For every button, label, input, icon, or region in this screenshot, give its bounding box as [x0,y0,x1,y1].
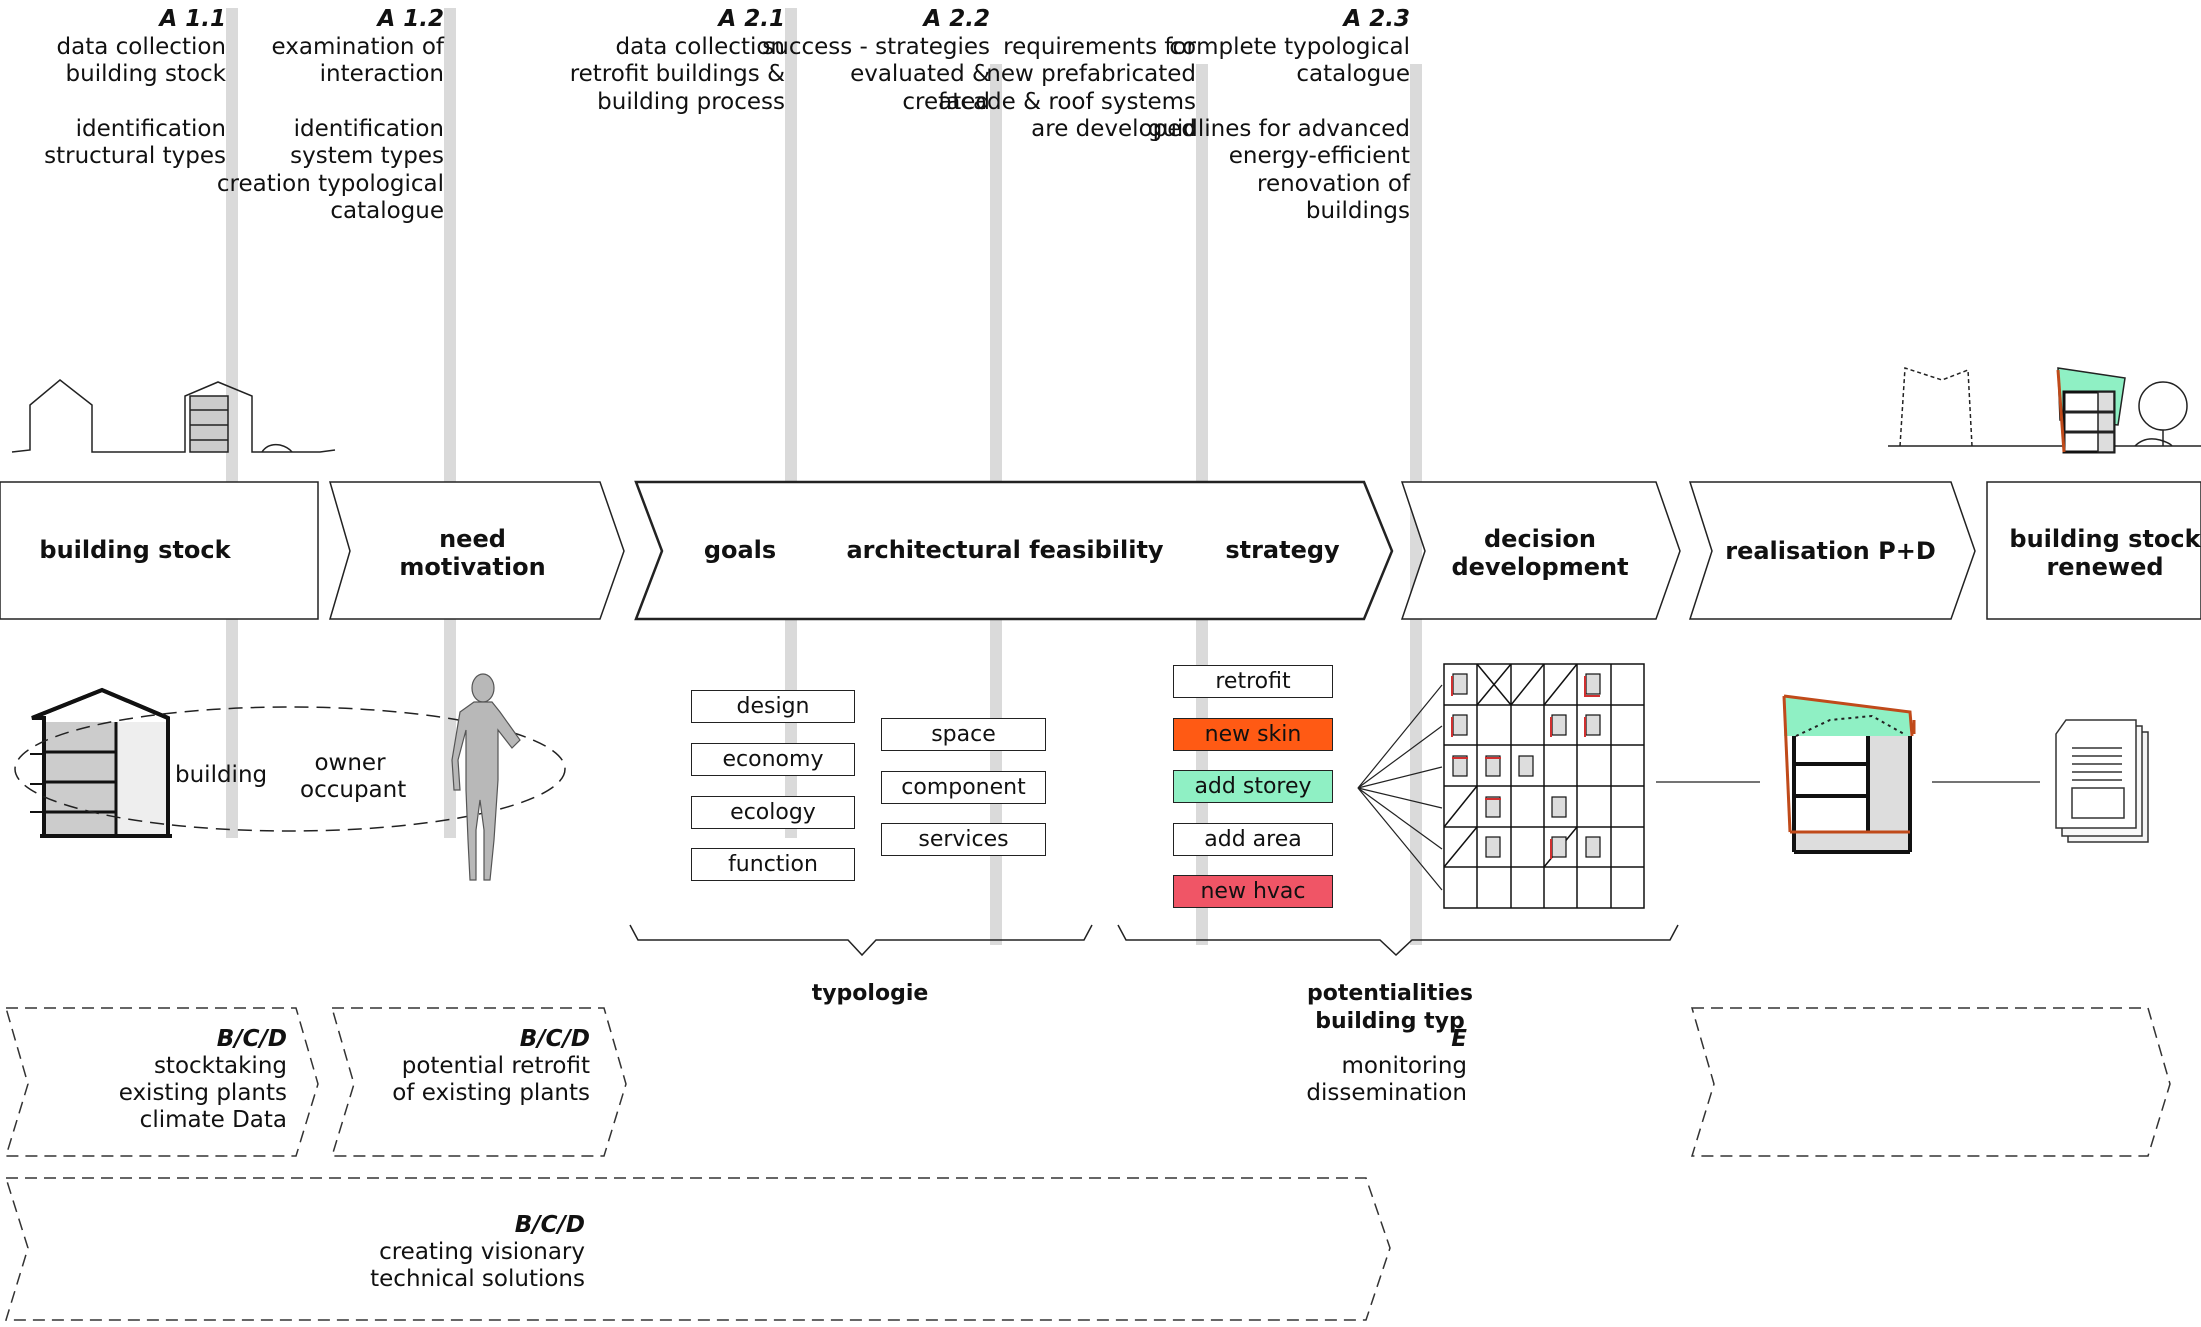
phase-line: energy-efficient [1228,143,1410,169]
phase-code: A 1.2 [377,6,444,32]
phase-line: identification [75,115,226,142]
phase-line: guidlines for advanced [1147,115,1410,142]
label-building-stock: building stock [39,536,231,564]
phase-a21: A 2.1 data collection retrofit buildings… [570,6,785,116]
phase-line: complete typological [1169,33,1410,60]
phase-a22: A 2.2 success - strategies evaluated & c… [762,6,990,116]
wp-text-b2: B/C/D potential retrofit of existing pla… [392,1026,590,1106]
label-strategy: strategy [1225,536,1340,564]
renovated-building-icon [1782,694,1916,854]
wp-text-b3: B/C/D creating visionary technical solut… [370,1212,585,1292]
typology-economy: economy [691,743,855,776]
label-architectural-feasibility: architectural feasibility [846,536,1164,564]
decision-grid [1443,663,1645,909]
phase-requirements: requirements for new prefabricated facad… [938,34,1196,144]
phase-line: buildings [1305,198,1410,224]
phase-a23: A 2.3 complete typological catalogue gui… [1148,6,1410,226]
label-goals: goals [703,536,777,564]
typology-ecology: ecology [691,796,855,829]
phase-line: building process [597,88,785,115]
landscape-sketch-left [11,379,336,453]
work-package-arrows [4,1007,2171,1321]
phase-line: interaction [319,61,444,87]
label-realisation: realisation P+D [1725,537,1936,565]
option-retrofit: retrofit [1173,665,1333,698]
divider-a11 [226,8,238,838]
phase-code: A 1.1 [159,6,226,32]
phase-line: are developed [1031,116,1196,142]
typology-brace [629,924,1093,957]
wp-b3 [4,1177,1391,1321]
arrow-building-stock [0,481,319,620]
arrow-need [328,481,625,620]
option-new-skin: new skin [1173,718,1333,751]
document-icon [2055,719,2149,843]
typology-services: services [881,823,1046,856]
phase-line: evaluated & [850,61,990,87]
building-section-icon [30,687,172,838]
typology-function: function [691,848,855,881]
phase-line: catalogue [1296,61,1410,87]
arrow-renewed [1986,481,2201,620]
phase-line: catalogue [330,198,444,224]
phase-line: renovation of [1257,170,1410,197]
phase-line: created [902,88,990,115]
person-icon [451,673,521,881]
wp-text-b1: B/C/D stocktaking existing plants climat… [118,1026,287,1133]
arrow-feasibility [634,480,1394,621]
option-new-hvac: new hvac [1173,875,1333,908]
phase-code: A 2.2 [923,6,990,32]
divider-a21 [785,8,797,838]
phase-code: A 2.1 [718,6,785,32]
phase-line: success - strategies [762,33,990,60]
phase-line: system types [290,143,444,169]
building-owner-ellipse [14,706,566,832]
option-add-storey: add storey [1173,770,1333,803]
label-typologie: typologie [811,981,929,1006]
phase-a11: A 1.1 data collection building stock ide… [44,6,226,171]
arrow-decision [1400,481,1681,620]
typology-component: component [881,771,1046,804]
phase-line: examination of [271,33,444,60]
phase-line: retrofit buildings & [569,61,785,87]
phase-line: data collection [56,33,226,60]
wp-e [1690,1007,2171,1157]
potentialities-brace [1117,924,1679,957]
process-arrows [0,480,2201,621]
phase-line: identification [293,115,444,142]
phase-line: new prefabricated [986,61,1196,87]
option-add-area: add area [1173,823,1333,856]
phase-line: building stock [65,61,226,87]
wp-text-e: E monitoring dissemination [1306,1026,1467,1106]
phase-code: A 2.3 [1343,6,1410,32]
wp-b1 [4,1007,319,1157]
phase-line: facade & roof systems [938,88,1196,115]
landscape-sketch-right [1888,366,2201,454]
label-building: building [175,762,268,788]
wp-b2 [330,1007,627,1157]
option-fan-lines [1357,684,1443,891]
phase-line: creation typological [216,170,444,197]
grid-building-icons [1451,673,1601,859]
phase-line: data collection [615,33,785,60]
divider-a12 [444,8,456,838]
phase-line: structural types [44,143,226,169]
phase-a12: A 1.2 examination of interaction identif… [217,6,444,226]
typology-space: space [881,718,1046,751]
typology-design: design [691,690,855,723]
phase-line: requirements for [1003,33,1196,60]
arrow-realisation [1688,481,1976,620]
